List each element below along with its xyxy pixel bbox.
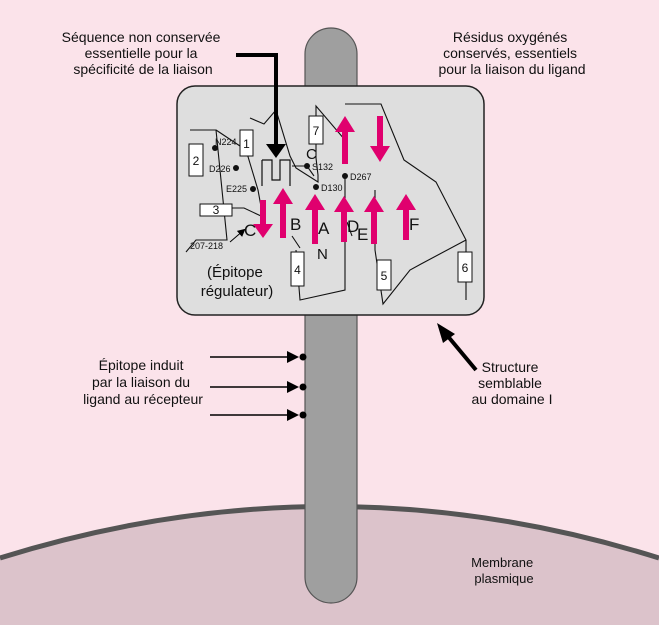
strand-label-d: D: [347, 217, 359, 236]
helix-2-label: 2: [193, 154, 200, 168]
sequence-arrowhead: [266, 144, 286, 158]
terminus-c: C: [306, 146, 317, 163]
helix-4: [290, 251, 305, 287]
strand-label-e: E: [357, 225, 368, 244]
residue-d130: D130: [321, 183, 343, 193]
structure-arrowhead: [437, 323, 455, 343]
induced-epitope-arrows: [210, 351, 299, 421]
residue-s132: S132: [312, 162, 333, 172]
epitope-regulateur-label: (Épitope régulateur): [201, 264, 274, 300]
structure-label: Structure semblable au domaine I: [472, 359, 553, 407]
helix-1: [239, 129, 254, 157]
dot-e225: [250, 186, 256, 192]
strand-top-down: [370, 116, 390, 162]
strand-b: [273, 188, 293, 238]
strand-label-b: B: [290, 215, 301, 234]
residue-d226: D226: [209, 164, 231, 174]
strand-label-f: F: [409, 215, 419, 234]
helix-labels: 1 2 3 4 5 6 7: [193, 124, 469, 283]
dot-n224: [212, 145, 218, 151]
epitope-induit-label: Épitope induit par la liaison du ligand …: [83, 357, 203, 407]
helix-6: [457, 251, 473, 283]
residue-e225: E225: [226, 184, 247, 194]
residue-n224: N224: [215, 137, 237, 147]
helix-6-label: 6: [462, 261, 469, 275]
helix-3: [199, 203, 233, 217]
non-conserved-loop: [261, 159, 291, 186]
strand-top-up: [335, 116, 355, 164]
residus-label: Résidus oxygénés conservés, essentiels p…: [438, 29, 585, 77]
helix-7: [308, 115, 324, 145]
helix-3-label: 3: [213, 203, 220, 217]
induced-epitope-dots: [299, 353, 307, 419]
range-arrow: [229, 228, 246, 243]
residue-d267: D267: [350, 172, 372, 182]
structure-arrow: [444, 332, 478, 372]
strand-e: [364, 196, 384, 244]
residue-labels: N224 D226 E225 S132 D130 D267 207-218: [190, 137, 372, 251]
strand-c: [253, 200, 273, 238]
strand-label-c: C: [244, 221, 256, 240]
helix-2: [188, 143, 204, 177]
terminus-n: N: [317, 246, 328, 263]
i-domain-box: [176, 85, 485, 316]
strand-label-a: A: [318, 219, 330, 238]
helix-1-label: 1: [243, 137, 250, 151]
residue-dots: [212, 145, 348, 192]
strand-a: [305, 194, 325, 244]
sequence-label: Séquence non conservée essentielle pour …: [62, 29, 225, 77]
membrane-label: Membrane plasmique: [471, 555, 537, 586]
helix-5: [376, 259, 392, 291]
dot-d130: [313, 184, 319, 190]
strand-labels: A B C D E F: [244, 215, 419, 244]
helices: [188, 115, 473, 291]
helix-4-label: 4: [294, 263, 301, 277]
dot-s132: [304, 163, 310, 169]
strand-f: [396, 194, 416, 240]
beta-strands: [253, 116, 416, 244]
sequence-arrow: [236, 53, 278, 150]
residue-range: 207-218: [190, 241, 223, 251]
dot-d267: [342, 173, 348, 179]
dot-d226: [233, 165, 239, 171]
helix-7-label: 7: [313, 124, 320, 138]
helix-5-label: 5: [381, 269, 388, 283]
strand-d: [334, 196, 354, 242]
